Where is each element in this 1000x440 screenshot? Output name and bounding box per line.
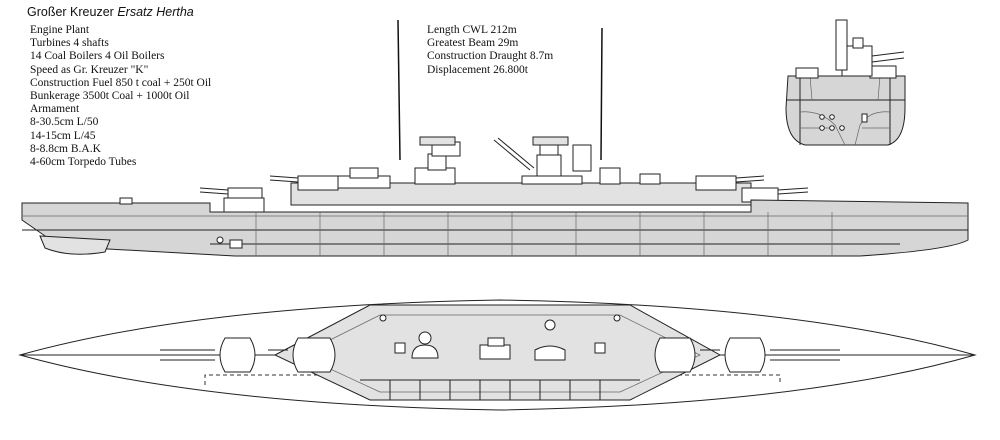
drawing-title: Großer Kreuzer Ersatz Hertha xyxy=(27,5,194,19)
spec-line: Construction Draught 8.7m xyxy=(427,50,554,63)
specs-dimensions: Length CWL 212m Greatest Beam 29m Constr… xyxy=(427,24,553,77)
spec-line: 14 Coal Boilers 4 Oil Boilers xyxy=(30,50,165,63)
side-elevation-view xyxy=(21,19,969,257)
spec-line: 14-15cm L/45 xyxy=(30,129,96,142)
title-ship-name: Ersatz Hertha xyxy=(117,5,194,19)
hull-frames xyxy=(255,212,833,256)
main-mast xyxy=(600,27,603,161)
spec-line: Construction Fuel 850 t coal + 250t Oil xyxy=(30,76,212,89)
spec-line: 4-60cm Torpedo Tubes xyxy=(30,155,137,168)
spec-line: Speed as Gr. Kreuzer "K" xyxy=(30,63,149,76)
superstructure xyxy=(290,136,752,206)
aft-funnel xyxy=(532,136,569,146)
section-hull xyxy=(785,75,906,146)
spec-line: Engine Plant xyxy=(30,24,90,36)
spec-line: Length CWL 212m xyxy=(427,24,517,36)
main-turrets xyxy=(199,175,809,213)
plan-turrets xyxy=(160,337,840,373)
specs-engine-armament: Engine Plant Turbines 4 shafts 14 Coal B… xyxy=(30,24,211,169)
side-hull xyxy=(21,199,969,257)
title-prefix: Großer Kreuzer xyxy=(27,5,114,19)
spec-line: 8-30.5cm L/50 xyxy=(30,116,99,129)
plan-view xyxy=(18,299,977,411)
spec-line: Displacement 26.800t xyxy=(427,63,528,76)
plan-bays xyxy=(360,379,640,400)
spec-line: Bunkerage 3500t Coal + 1000t Oil xyxy=(30,89,190,102)
spec-line: Turbines 4 shafts xyxy=(30,37,109,50)
fore-funnel xyxy=(419,136,456,146)
spec-line: 8-8.8cm B.A.K xyxy=(30,142,101,155)
fore-mast xyxy=(397,19,401,161)
spec-line: Armament xyxy=(30,103,80,116)
midship-section-view xyxy=(785,19,906,146)
spec-line: Greatest Beam 29m xyxy=(427,37,519,50)
